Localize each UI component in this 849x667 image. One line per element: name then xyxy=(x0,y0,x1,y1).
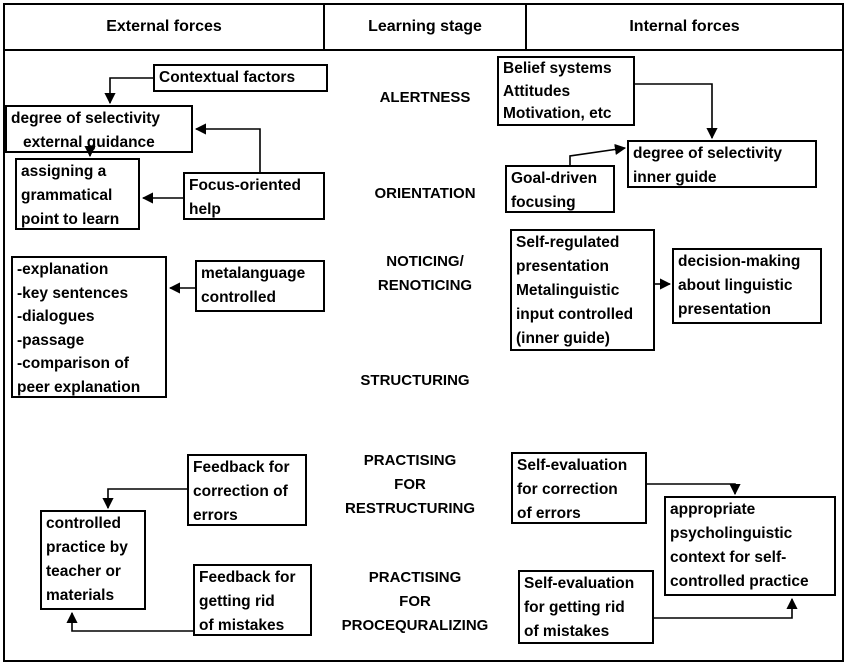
box-line: -dialogues xyxy=(17,308,95,325)
box-self-evaluation-correction: Self-evaluation for correction of errors xyxy=(511,452,647,524)
box-controlled-practice: controlled practice by teacher or materi… xyxy=(40,510,146,610)
box-line: focusing xyxy=(511,194,576,211)
box-line: psycholinguistic xyxy=(670,525,793,542)
box-line: presentation xyxy=(678,301,772,318)
box-line: help xyxy=(189,201,221,218)
box-focus-oriented-help: Focus-oriented help xyxy=(183,172,325,220)
stage-line: ALERTNESS xyxy=(379,89,471,106)
box-line: assigning a xyxy=(21,163,107,180)
box-line: of mistakes xyxy=(199,617,285,634)
header-internal-forces: Internal forces xyxy=(525,3,844,51)
arrow-mistakes-to-context xyxy=(654,597,798,619)
box-self-regulated-presentation: Self-regulated presentation Metalinguist… xyxy=(510,229,655,351)
box-line: point to learn xyxy=(21,211,120,228)
box-line: teacher or xyxy=(46,563,121,580)
arrow-focus-to-selectivity xyxy=(194,123,261,172)
box-line: Focus-oriented xyxy=(189,177,301,194)
box-goal-driven-focusing: Goal-driven focusing xyxy=(505,165,615,213)
box-line: -explanation xyxy=(17,261,109,278)
box-line: Attitudes xyxy=(503,82,571,100)
box-line: practice by xyxy=(46,539,128,556)
box-metalanguage-controlled: metalanguage controlled xyxy=(195,260,325,312)
box-degree-selectivity-external: degree of selectivity external guidance xyxy=(5,105,193,153)
box-line: for correction xyxy=(517,481,618,498)
stage-practising-proceduralizing: PRACTISING FOR PROCEQURALIZING xyxy=(320,566,510,638)
box-decision-making: decision-making about linguistic present… xyxy=(672,248,822,324)
box-line: input controlled xyxy=(516,306,634,323)
stage-alertness: ALERTNESS xyxy=(330,86,520,110)
box-line: degree of selectivity xyxy=(11,110,161,127)
box-line: presentation xyxy=(516,258,610,275)
arrow-mistakes-to-practice xyxy=(66,611,193,632)
box-contextual-factors: Contextual factors xyxy=(153,64,328,92)
box-line: (inner guide) xyxy=(516,330,610,347)
box-line: controlled practice xyxy=(670,573,809,590)
box-line: correction of xyxy=(193,483,288,500)
stage-line: PROCEQURALIZING xyxy=(341,617,489,634)
box-line: degree of selectivity xyxy=(633,145,783,162)
box-line: Motivation, etc xyxy=(503,105,612,122)
box-line: Metalinguistic xyxy=(516,282,620,299)
box-line: grammatical xyxy=(21,187,113,204)
box-line: metalanguage xyxy=(201,265,306,282)
box-line: -key sentences xyxy=(17,284,129,302)
arrow-goal-to-inner xyxy=(569,143,627,165)
box-line: materials xyxy=(46,587,115,604)
box-line: Belief systems xyxy=(503,60,612,77)
box-line: context for self- xyxy=(670,549,787,566)
stage-practising-restructuring: PRACTISING FOR RESTRUCTURING xyxy=(315,449,505,521)
stage-line: FOR xyxy=(394,476,426,493)
box-line: controlled xyxy=(201,289,276,306)
box-line: controlled xyxy=(46,515,121,532)
box-degree-selectivity-inner: degree of selectivity inner guide xyxy=(627,140,817,188)
stage-line: PRACTISING xyxy=(363,452,457,469)
stage-line: FOR xyxy=(399,593,431,610)
stage-line: ORIENTATION xyxy=(374,185,476,202)
arrow-belief-to-inner xyxy=(635,83,718,140)
box-psycholinguistic-context: appropriate psycholinguistic context for… xyxy=(664,496,836,596)
box-line: inner guide xyxy=(633,169,717,186)
box-line: appropriate xyxy=(670,501,756,518)
box-line: Contextual factors xyxy=(159,69,296,86)
box-self-evaluation-mistakes: Self-evaluation for getting rid of mista… xyxy=(518,570,654,644)
stage-line: RESTRUCTURING xyxy=(345,500,475,517)
arrow-contextual-to-selectivity xyxy=(104,77,153,105)
box-line: about linguistic xyxy=(678,277,793,294)
box-assigning-grammatical-point: assigning a grammatical point to learn xyxy=(15,158,140,230)
box-line: peer explanation xyxy=(17,378,141,396)
box-line: errors xyxy=(193,507,238,524)
box-feedback-correction: Feedback for correction of errors xyxy=(187,454,307,526)
box-line: -comparison of xyxy=(17,355,129,372)
box-line: Self-regulated xyxy=(516,234,620,251)
stage-line: RENOTICING xyxy=(377,277,473,294)
box-line: of errors xyxy=(517,505,581,522)
arrow-feedback-to-practice xyxy=(102,488,187,510)
box-line: external guidance xyxy=(23,134,155,151)
stage-noticing: NOTICING/ RENOTICING xyxy=(330,250,520,298)
box-line: Feedback for xyxy=(199,569,296,586)
stage-line: STRUCTURING xyxy=(360,372,470,389)
box-line: of mistakes xyxy=(524,623,610,640)
box-line: Goal-driven xyxy=(511,170,598,187)
box-belief-systems: Belief systems Attitudes Motivation, etc xyxy=(497,56,635,126)
stage-orientation: ORIENTATION xyxy=(330,182,520,206)
box-line: decision-making xyxy=(678,253,801,270)
box-line: Self-evaluation xyxy=(517,457,628,474)
box-explanation-list: -explanation -key sentences -dialogues -… xyxy=(11,256,167,398)
stage-line: PRACTISING xyxy=(368,569,462,586)
box-line: -passage xyxy=(17,331,85,349)
stage-structuring: STRUCTURING xyxy=(320,369,510,393)
box-line: for getting rid xyxy=(524,599,625,616)
stage-line: NOTICING/ xyxy=(386,253,464,270)
box-line: Self-evaluation xyxy=(524,575,635,592)
arrow-correction-to-context xyxy=(647,483,741,496)
box-feedback-mistakes: Feedback for getting rid of mistakes xyxy=(193,564,312,636)
box-line: getting rid xyxy=(199,593,275,610)
box-line: Feedback for xyxy=(193,459,290,476)
